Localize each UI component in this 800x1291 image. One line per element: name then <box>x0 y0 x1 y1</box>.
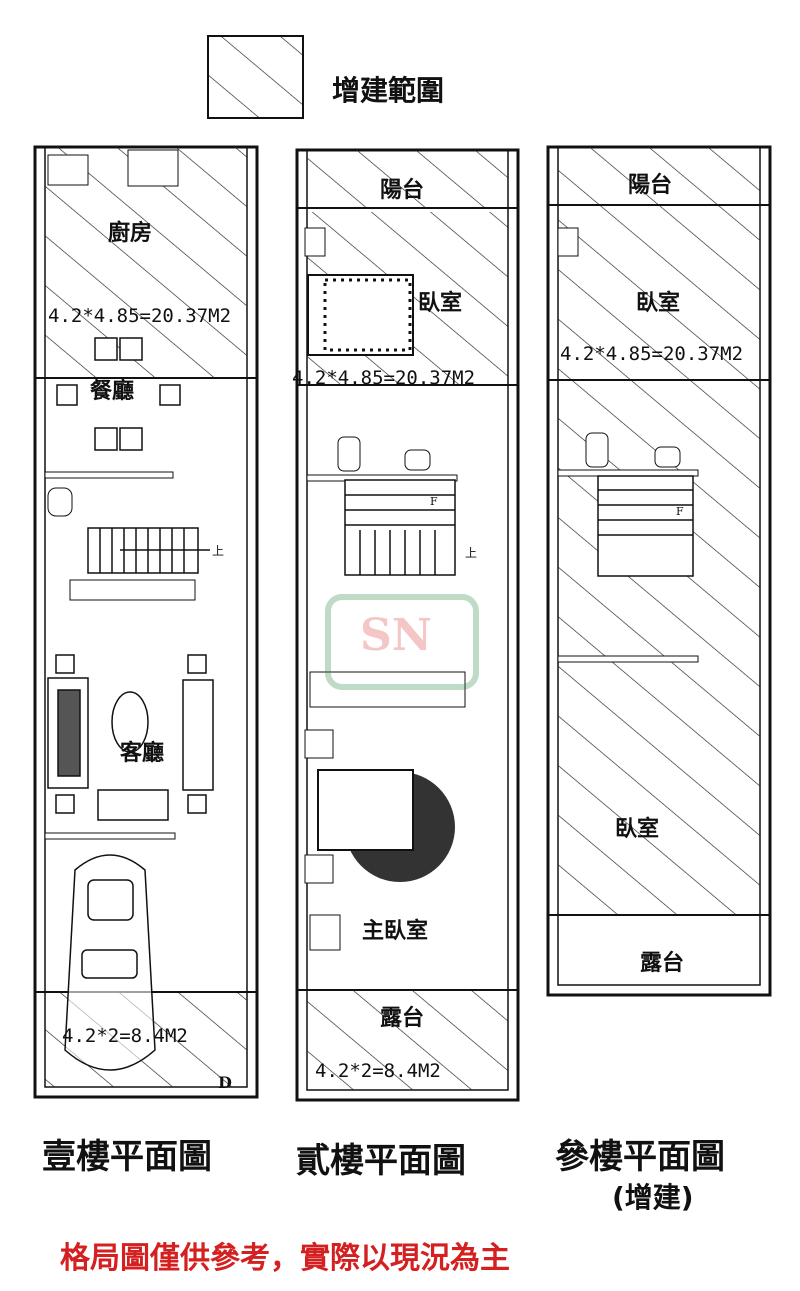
sofa-set-icon <box>47 654 214 821</box>
sink-icon <box>654 446 681 468</box>
kitchen-area-label: 4.2*4.85=20.37M2 <box>48 305 231 327</box>
floor-3-sub-caption: (增建) <box>612 1181 694 1214</box>
stairs-icon <box>597 475 694 577</box>
room-label-balcony: 陽台 <box>380 177 424 203</box>
sink-icon <box>127 149 179 187</box>
disclaimer-note: 格局圖僅供參考，實際以現況為主 <box>60 1241 510 1276</box>
sink-icon <box>404 449 431 471</box>
door-mark: D <box>218 1073 232 1092</box>
legend-label: 增建範圍 <box>332 74 444 107</box>
floor-2-plan: F 上 SN 陽台 臥室 4.2*4.85=20.37M2 主臥室 露台 4.2… <box>292 148 520 1102</box>
desk-icon <box>309 914 341 951</box>
legend: 增建範圍 <box>207 35 444 119</box>
toilet-icon <box>585 432 609 468</box>
floor-2-caption: 貳樓平面圖 <box>296 1141 466 1181</box>
desk-icon <box>304 227 326 257</box>
stove-icon <box>47 154 89 186</box>
master-bed-icon <box>317 769 414 851</box>
car-icon <box>64 854 156 1071</box>
floor-3-caption: 參樓平面圖 <box>555 1137 725 1177</box>
bedroom-area-label: 4.2*4.85=20.37M2 <box>560 343 743 365</box>
toilet-icon <box>47 487 73 517</box>
bedroom-area-label: 4.2*4.85=20.37M2 <box>292 367 475 389</box>
wardrobe-icon <box>304 729 334 759</box>
room-label-kitchen: 廚房 <box>108 220 152 246</box>
stairs-icon <box>344 479 456 576</box>
watermark-logo: SN <box>325 594 479 690</box>
room-label-master-bedroom: 主臥室 <box>362 918 428 944</box>
room-label-living: 客廳 <box>120 740 164 766</box>
floor-1-caption: 壹樓平面圖 <box>42 1137 212 1177</box>
terrace-area-label: 4.2*2=8.4M2 <box>315 1060 441 1082</box>
toilet-icon <box>337 436 361 472</box>
floor-1-plan: 上 廚房 4.2*4.85=20.37M2 餐廳 客廳 4.2*2=8.4M2 … <box>33 145 259 1099</box>
legend-hatch-swatch <box>207 35 304 119</box>
room-label-terrace: 露台 <box>640 950 684 976</box>
room-label-dining: 餐廳 <box>90 378 134 404</box>
stair-down-mark: F <box>676 505 684 518</box>
stair-up-mark: 上 <box>465 546 477 560</box>
room-label-bedroom: 臥室 <box>418 290 462 316</box>
wardrobe-icon <box>304 854 334 884</box>
balcony-hatch <box>307 150 508 208</box>
dining-table-icon <box>56 337 181 451</box>
room-label-bedroom-2: 臥室 <box>615 816 659 842</box>
stair-up-mark: 上 <box>212 544 224 558</box>
garage-area-label: 4.2*2=8.4M2 <box>62 1025 188 1047</box>
svg-text:SN: SN <box>360 610 432 661</box>
room-label-balcony: 陽台 <box>628 172 672 198</box>
room-label-terrace: 露台 <box>380 1005 424 1031</box>
terrace-hatch <box>307 990 508 1090</box>
stairs-icon <box>87 527 210 574</box>
room-label-bedroom: 臥室 <box>636 290 680 316</box>
floor-3-plan: F 陽台 臥室 4.2*4.85=20.37M2 臥室 露台 <box>546 145 772 997</box>
stair-down-mark: F <box>430 495 438 508</box>
desk-icon <box>557 227 579 257</box>
